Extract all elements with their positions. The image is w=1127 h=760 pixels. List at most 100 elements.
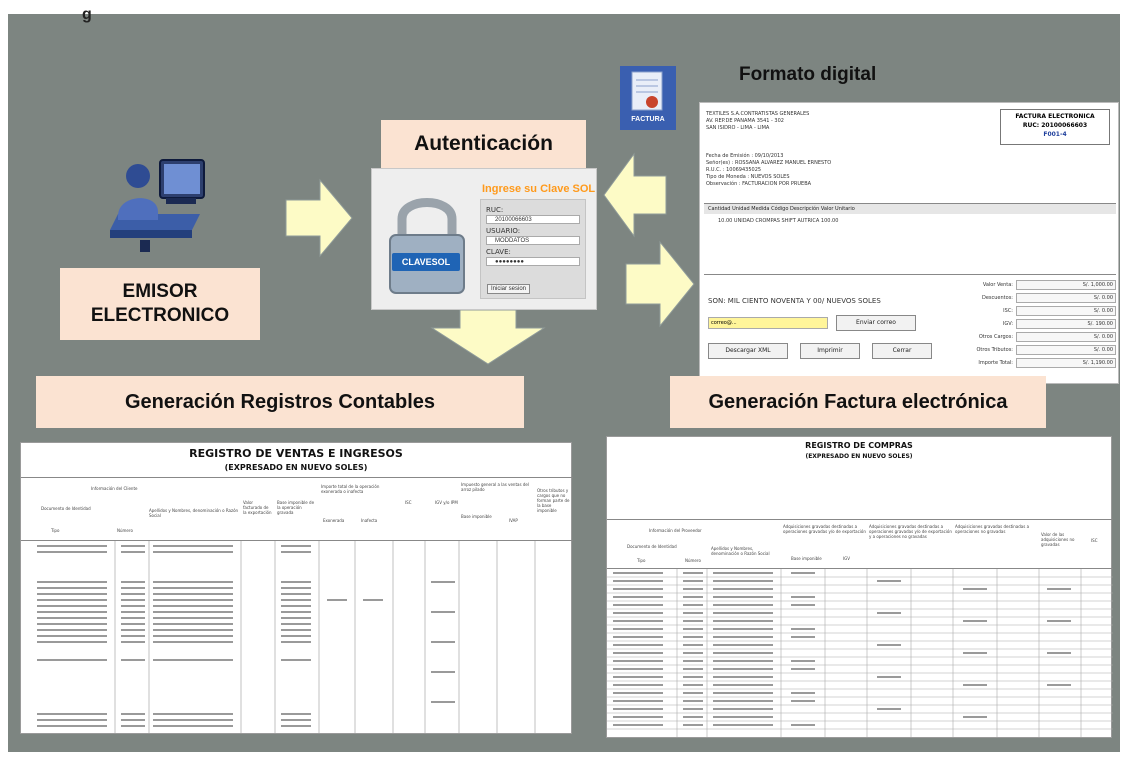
invoice-table-header: Cantidad Unidad Medida Código Descripció…	[704, 204, 1116, 214]
descargar-xml-button[interactable]: Descargar XML	[708, 343, 788, 359]
factura-electronica-document: TEXTILES S.A.CONTRATISTAS GENERALES AV. …	[699, 102, 1119, 384]
issuer-line: AV. REP.DE PANAMA 3541 - 302	[706, 118, 784, 124]
compras-header-block: Información del Proveedor Adquisiciones …	[607, 519, 1113, 569]
total-value: S/. 1,000.00	[1016, 280, 1116, 290]
registro-ventas-title: REGISTRO DE VENTAS E INGRESOS	[189, 447, 403, 460]
total-label: Descuentos:	[981, 295, 1013, 301]
total-value: S/. 0.00	[1016, 293, 1116, 303]
total-row: IGV:S/. 190.00	[958, 318, 1116, 330]
ventas-header: IGV y/o IPM	[435, 500, 458, 505]
compras-header: Número	[685, 558, 701, 563]
client-line: Observación : FACTURACION POR PRUEBA	[706, 181, 812, 187]
total-value: S/. 190.00	[1016, 319, 1116, 329]
compras-header: Tipo	[637, 558, 646, 563]
invoice-box-ruc: RUC: 20100066603	[1022, 122, 1088, 129]
generacion-registros-label: Generación Registros Contables	[36, 376, 524, 428]
document-icon	[620, 66, 676, 130]
client-line: Señor(es) : ROSSANA ALVAREZ MANUEL ERNES…	[706, 160, 832, 166]
clave-label: CLAVE:	[486, 248, 511, 256]
enviar-correo-button[interactable]: Enviar correo	[836, 315, 916, 331]
compras-header: Apellidos y Nombres, denominación o Razó…	[711, 546, 770, 556]
registro-ventas-subtitle: (EXPRESADO EN NUEVO SOLES)	[224, 463, 368, 472]
invoice-id-box: FACTURA ELECTRONICA RUC: 20100066603 F00…	[1000, 109, 1110, 145]
auth-prompt: Ingrese su Clave SOL	[482, 183, 596, 195]
invoice-issuer: TEXTILES S.A.CONTRATISTAS GENERALES AV. …	[706, 111, 809, 132]
compras-header: Información del Proveedor	[649, 528, 702, 533]
emisor-label-text: EMISOR ELECTRONICO	[90, 281, 230, 326]
arrow-left-invoice-to-auth	[603, 152, 667, 238]
registro-compras-title: REGISTRO DE COMPRAS	[805, 441, 913, 450]
total-row: Otros Tributos:S/. 0.00	[958, 344, 1116, 356]
total-value: S/. 1,190.00	[1016, 358, 1116, 368]
total-label: ISC:	[1003, 308, 1013, 314]
ventas-rows	[37, 541, 536, 733]
ventas-header: Impuesto general a las ventas del arroz …	[461, 482, 529, 492]
email-input[interactable]: correo@...	[708, 317, 828, 329]
total-value: S/. 0.00	[1016, 306, 1116, 316]
clavesol-logo: CLAVESOL	[392, 253, 460, 271]
issuer-line: TEXTILES S.A.CONTRATISTAS GENERALES	[706, 111, 810, 117]
ventas-header: Base imponible de la operación gravada	[277, 500, 315, 515]
generacion-factura-label: Generación Factura electrónica	[670, 376, 1046, 428]
ventas-header: Inafecta	[361, 518, 378, 523]
arrow-right-to-invoice	[625, 240, 695, 328]
factura-icon-label: FACTURA	[631, 116, 665, 123]
compras-header: Base imponible	[791, 556, 822, 561]
iniciar-sesion-button[interactable]: Iniciar sesion	[487, 284, 531, 294]
invoice-items-table: Cantidad Unidad Medida Código Descripció…	[704, 203, 1116, 275]
cerrar-button[interactable]: Cerrar	[872, 343, 932, 359]
padlock-icon	[389, 198, 465, 294]
registro-compras-subtitle: (EXPRESADO EN NUEVO SOLES)	[805, 453, 913, 460]
autenticacion-label: Autenticación	[381, 120, 586, 168]
ventas-header: Valor facturado de la exportación	[243, 500, 272, 515]
ventas-header-block: Información del Cliente Documento de Ide…	[21, 477, 573, 541]
clavesol-logo-text: CLAVESOL	[401, 257, 451, 267]
total-row: Descuentos:S/. 0.00	[958, 292, 1116, 304]
formato-digital-title: Formato digital	[739, 64, 877, 85]
compras-header: Adquisiciones gravadas destinadas a oper…	[783, 524, 866, 534]
ventas-header: Exonerada	[323, 518, 345, 523]
compras-header: Adquisiciones gravadas destinadas a oper…	[869, 524, 952, 539]
emisor-electronico-label: EMISOR ELECTRONICO	[60, 268, 260, 340]
clave-input[interactable]: ●●●●●●●●	[486, 257, 580, 266]
usuario-label: USUARIO:	[486, 227, 521, 235]
arrow-right-emisor-to-auth	[285, 178, 353, 258]
ruc-input[interactable]: 20100066603	[486, 215, 580, 224]
total-label: Otros Cargos:	[978, 334, 1013, 340]
client-line: R.U.C. : 10069435025	[706, 167, 762, 173]
total-value: S/. 0.00	[1016, 345, 1116, 355]
registro-ventas-table: REGISTRO DE VENTAS E INGRESOS (EXPRESADO…	[20, 442, 573, 734]
compras-header: Valor de las adquisiciones no gravadas	[1041, 532, 1075, 547]
total-label: Otros Tributos:	[976, 347, 1013, 353]
client-line: Fecha de Emisión : 09/10/2013	[706, 153, 784, 159]
ventas-header: ISC	[405, 500, 412, 505]
imprimir-button[interactable]: Imprimir	[800, 343, 860, 359]
client-line: Tipo de Moneda : NUEVOS SOLES	[706, 174, 790, 180]
top-fragment-text: g	[82, 6, 92, 23]
total-row: Valor Venta:S/. 1,000.00	[958, 279, 1116, 291]
compras-header: Adquisiciones gravadas destinadas a oper…	[955, 524, 1030, 534]
ventas-header: Información del Cliente	[91, 486, 138, 491]
compras-header: IGV	[843, 556, 851, 561]
invoice-box-number: F001-4	[1043, 131, 1067, 138]
emisor-computer-user-icon	[110, 159, 205, 252]
total-label: Importe Total:	[978, 360, 1013, 366]
ventas-header: Documento de Identidad	[41, 506, 91, 511]
total-row: Otros Cargos:S/. 0.00	[958, 331, 1116, 343]
invoice-amount-in-words: SON: MIL CIENTO NOVENTA Y 00/ NUEVOS SOL…	[708, 297, 881, 305]
invoice-box-title: FACTURA ELECTRONICA	[1015, 113, 1095, 120]
ventas-header: Número	[117, 528, 133, 533]
invoice-table-row: 10.00 UNIDAD CROMPAS SHIFT AUTRICA 100.0…	[718, 218, 839, 224]
usuario-input[interactable]: MODDATOS	[486, 236, 580, 245]
compras-rows	[607, 569, 1113, 737]
ventas-header: Otros tributos y cargos que no forman pa…	[537, 488, 570, 513]
compras-header: ISC	[1091, 538, 1098, 543]
arrow-down-auth-to-registros	[430, 309, 546, 365]
ruc-label: RUC:	[486, 206, 504, 214]
total-row: ISC:S/. 0.00	[958, 305, 1116, 317]
auth-form: RUC: 20100066603 USUARIO: MODDATOS CLAVE…	[480, 199, 586, 299]
registro-compras-table: REGISTRO DE COMPRAS (EXPRESADO EN NUEVO …	[606, 436, 1113, 738]
total-row: Importe Total:S/. 1,190.00	[958, 357, 1116, 369]
clave-sol-login-panel: CLAVESOL Ingrese su Clave SOL RUC: 20100…	[371, 168, 597, 310]
invoice-totals: Valor Venta:S/. 1,000.00 Descuentos:S/. …	[958, 279, 1116, 370]
